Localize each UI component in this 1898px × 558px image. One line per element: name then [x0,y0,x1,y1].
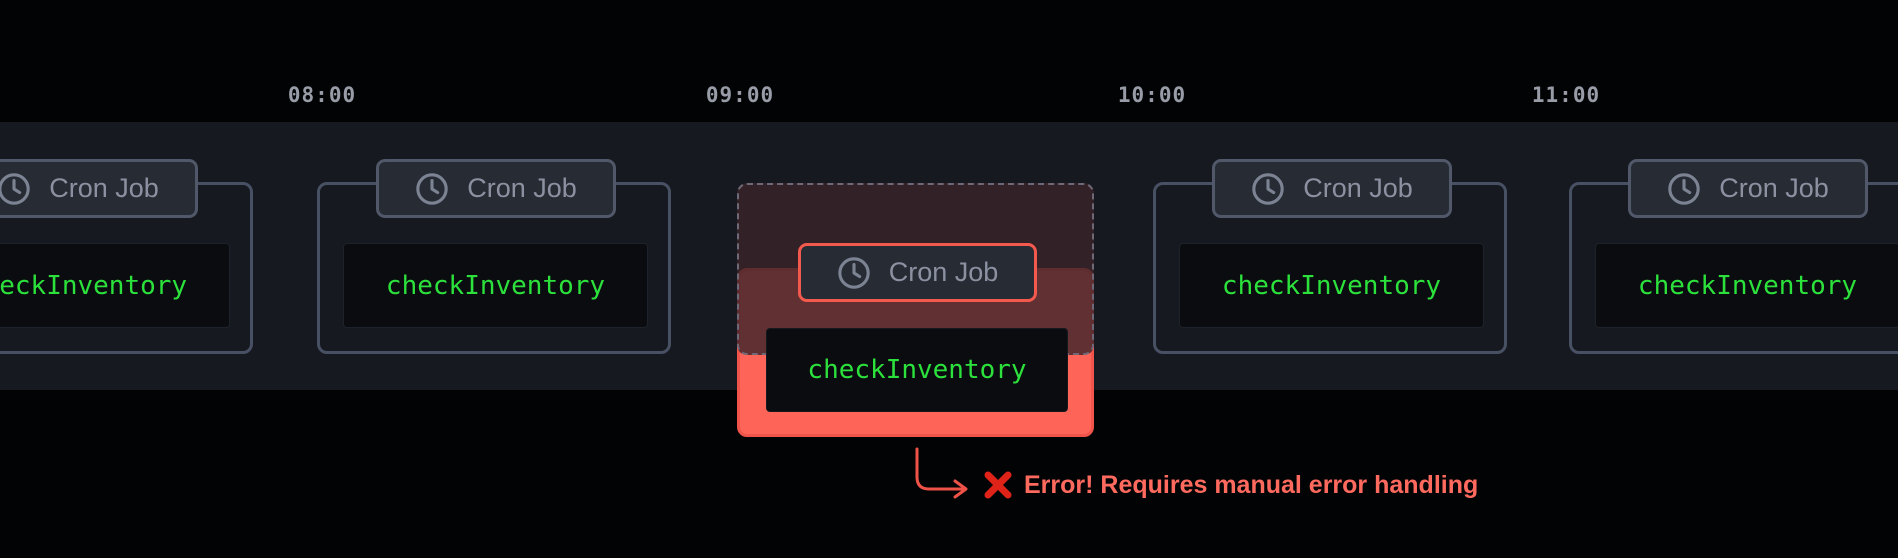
clock-icon [1668,172,1700,205]
timestamp-0800: 08:00 [287,83,357,107]
cron-job-card-4: Cron Job checkInventory [1153,159,1507,354]
job-name-box: checkInventory [343,243,648,328]
job-name: checkInventory [1221,270,1442,301]
cron-job-badge: Cron Job [0,159,198,218]
timestamp-1100: 11:00 [1531,83,1601,107]
badge-label: Cron Job [1719,173,1829,203]
clock-icon [416,172,448,205]
clock-icon [1252,172,1284,205]
cron-job-badge: Cron Job [1212,159,1452,218]
cross-mark-icon [984,471,1012,499]
cron-job-badge: Cron Job [1628,159,1868,218]
cron-job-badge-error: Cron Job [798,243,1037,302]
cron-job-card-1: Cron Job checkInventory [0,159,253,354]
timestamp-1000: 10:00 [1117,83,1187,107]
clock-icon [0,172,30,205]
job-name-box: checkInventory [1179,243,1484,328]
badge-label: Cron Job [888,257,999,287]
job-name: checkInventory [385,270,606,301]
error-callout: Error! Requires manual error handling [983,470,1478,500]
timestamp-0900: 09:00 [705,83,775,107]
badge-label: Cron Job [467,173,577,203]
clock-icon [837,256,870,289]
error-arrow [915,447,968,499]
cron-job-badge: Cron Job [376,159,616,218]
job-name-box-error: checkInventory [766,328,1068,412]
cron-job-card-2: Cron Job checkInventory [317,159,671,354]
job-name: checkInventory [807,355,1027,385]
badge-label: Cron Job [49,173,159,203]
cron-job-card-5: Cron Job checkInventory [1569,159,1898,354]
job-name-box: checkInventory [0,243,230,328]
job-name: checkInventory [1637,270,1858,301]
badge-label: Cron Job [1303,173,1413,203]
job-name-box: checkInventory [1595,243,1898,328]
error-callout-text: Error! Requires manual error handling [1024,470,1479,499]
job-name: checkInventory [0,270,188,301]
